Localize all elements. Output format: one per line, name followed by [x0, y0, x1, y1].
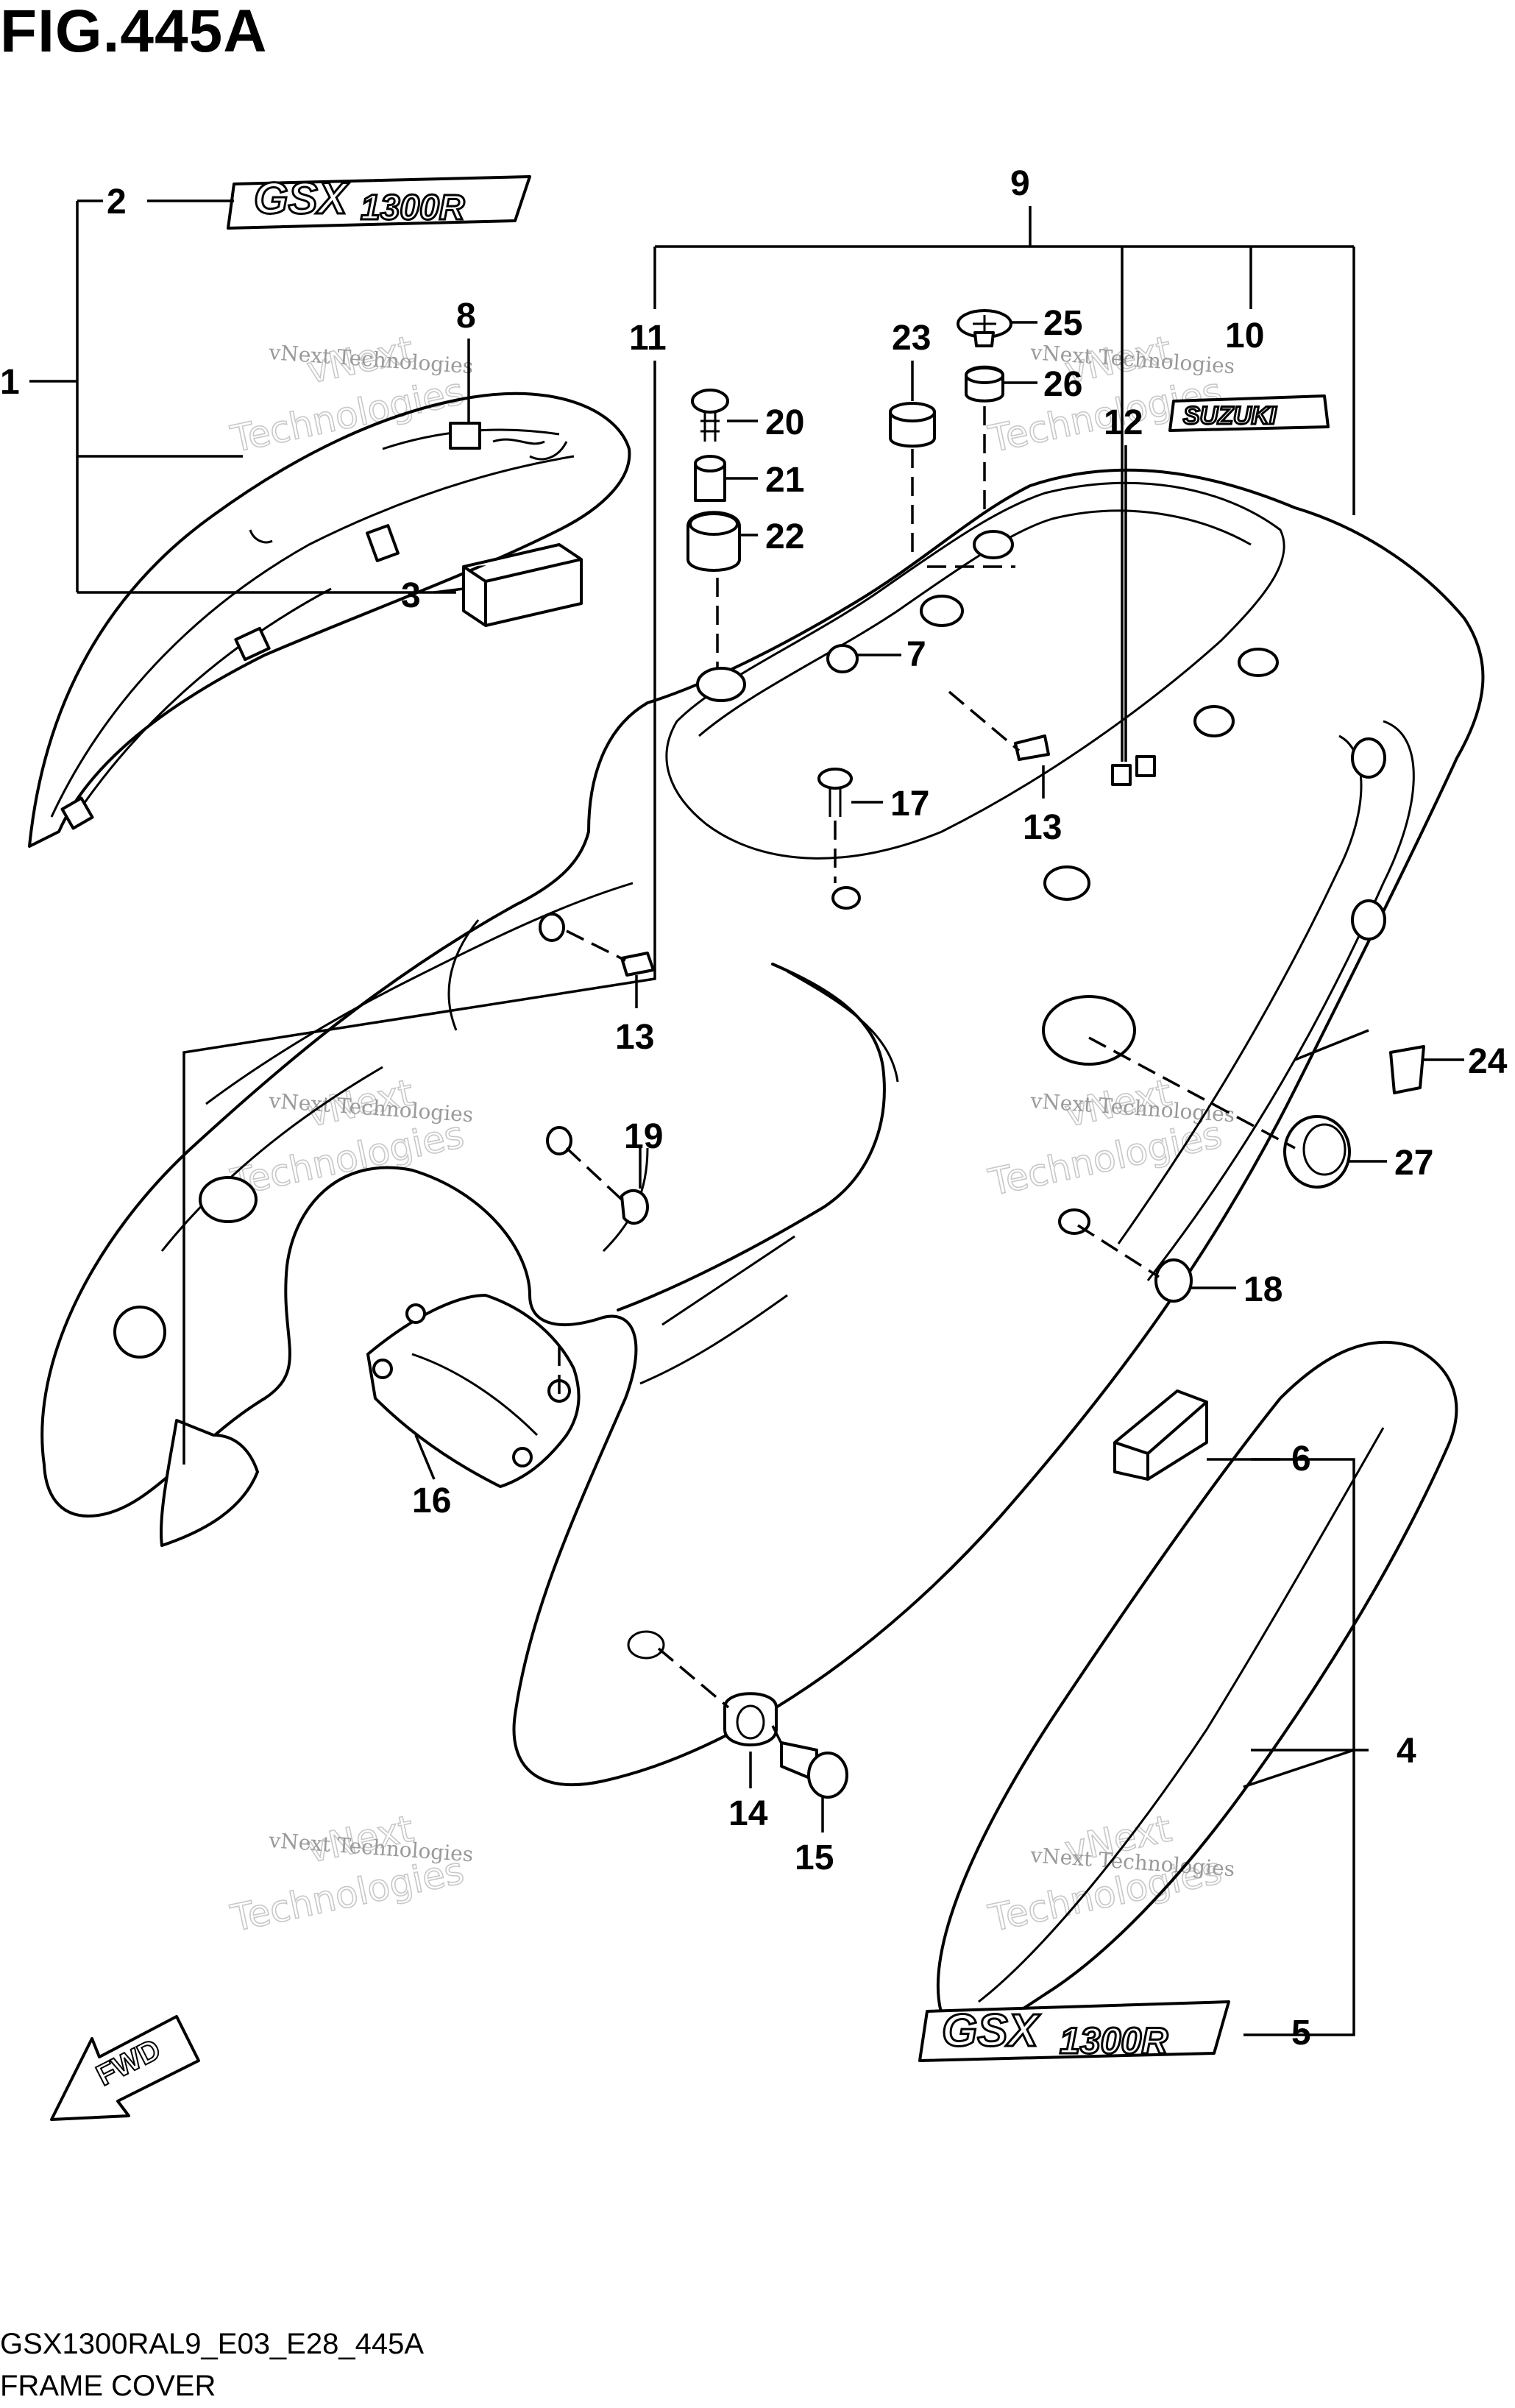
callout-labels: 1 2 3 4 5 6 7 8 9 10 11 12 13 13 14 15 1… [0, 164, 1508, 2053]
callout-label: 22 [765, 517, 804, 556]
grommet-part [686, 511, 741, 572]
callout-label: 11 [629, 319, 667, 358]
figure-title: FIG.445A [0, 0, 268, 65]
model-code: GSX1300RAL9_E03_E28_445A [0, 2328, 425, 2360]
callout-label: 2 [107, 183, 127, 222]
callout-label: 4 [1397, 1732, 1416, 1771]
callout-label: 12 [1104, 403, 1143, 442]
callout-label: 23 [892, 319, 931, 358]
screw-part [691, 389, 729, 442]
emblem-text: 1300R [1060, 2020, 1168, 2061]
bracket-part [366, 1294, 581, 1488]
cushion-pad-part [462, 543, 583, 627]
collar-part [694, 455, 726, 502]
callout-label: 19 [624, 1117, 663, 1156]
emblem-text: SUZUKI [1183, 402, 1277, 430]
grommet-part [723, 1692, 778, 1746]
leader-lines [29, 199, 1464, 2036]
callout-label: 27 [1394, 1144, 1433, 1183]
callout-label: 16 [412, 1481, 451, 1520]
bolt-part [780, 1741, 848, 1799]
callout-label: 21 [765, 461, 804, 500]
gsx-1300r-emblem-top: GSX 1300R [227, 173, 531, 230]
callout-label: 26 [1043, 365, 1082, 404]
figure-caption: FRAME COVER [0, 2370, 216, 2402]
grommet-part [965, 365, 1004, 403]
tab-part [1389, 1045, 1425, 1094]
callout-label: 24 [1468, 1042, 1508, 1081]
grommet-part [889, 402, 936, 448]
grommet-part [826, 644, 859, 673]
callout-label: 13 [615, 1018, 654, 1057]
plug-part [1283, 1115, 1351, 1189]
callout-label: 14 [728, 1794, 768, 1833]
callout-label: 18 [1243, 1270, 1282, 1309]
emblem-text: 1300R [361, 188, 465, 227]
callout-label: 17 [890, 785, 929, 824]
forward-direction-arrow: FWD [50, 2015, 200, 2121]
callout-label: 20 [765, 403, 804, 442]
emblem-text: GSX [942, 2005, 1041, 2056]
emblem-text: GSX [254, 174, 350, 223]
side-cover-part [936, 1340, 1458, 2038]
cushion-pad-part [1113, 1389, 1208, 1481]
frame-cover-main-part [40, 468, 1485, 1787]
callout-label: 1 [0, 363, 20, 402]
gsx-1300r-emblem-bottom: GSX 1300R [918, 2000, 1230, 2063]
callout-label: 10 [1225, 316, 1264, 355]
callout-label: 5 [1291, 2014, 1311, 2053]
callout-label: 13 [1023, 808, 1062, 847]
callout-label: 6 [1291, 1440, 1311, 1479]
clip-part [620, 1189, 649, 1225]
callout-label: 25 [1043, 304, 1082, 343]
suzuki-emblem: SUZUKI [1168, 394, 1330, 432]
screw-part [620, 952, 655, 977]
callout-label: 9 [1010, 164, 1030, 203]
callout-label: 8 [456, 297, 476, 336]
grommet-part [1154, 1258, 1193, 1303]
screw-part [1014, 734, 1050, 761]
callout-label: 7 [906, 635, 926, 674]
screw-part [957, 309, 1012, 347]
callout-label: 3 [401, 576, 421, 615]
callout-label: 15 [795, 1838, 834, 1877]
seat-tail-cowl-part [28, 392, 631, 848]
rivet-part [817, 768, 853, 817]
